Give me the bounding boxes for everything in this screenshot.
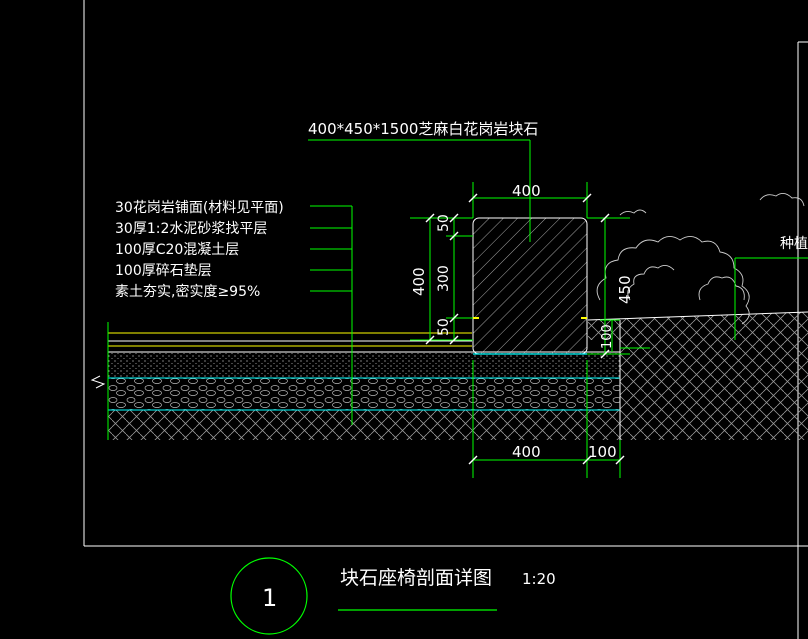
layer-label-2: 30厚1:2水泥砂浆找平层: [115, 221, 267, 237]
planting-leader: [734, 257, 808, 340]
layer-leaders: [310, 205, 353, 425]
soil-section: [108, 312, 808, 440]
dim-top-50: 50: [436, 214, 452, 232]
title-block: 1 块石座椅剖面详图 1:20: [230, 557, 556, 635]
layer-label-4: 100厚碎石垫层: [115, 263, 212, 279]
detail-number-circle: [230, 557, 308, 635]
dimension-ticks: [425, 193, 625, 465]
drawing-scale: 1:20: [522, 570, 556, 588]
drawing-title: 块石座椅剖面详图: [340, 567, 492, 589]
dim-embed-100: 100: [600, 324, 615, 349]
stone-spec-leader: [308, 139, 531, 242]
dim-height-450: 450: [616, 275, 634, 304]
dimension-lines: [410, 182, 650, 478]
dim-bottom-400: 400: [512, 443, 541, 461]
layer-label-1: 30花岗岩铺面(材料见平面): [115, 200, 284, 216]
dim-bottom-50: 50: [436, 318, 452, 336]
shrub-outline: [596, 193, 805, 325]
dim-total-400: 400: [410, 267, 428, 296]
dim-block-width: 400: [512, 182, 541, 200]
dim-middle-300: 300: [436, 265, 452, 292]
stone-spec-label: 400*450*1500芝麻白花岗岩块石: [308, 120, 538, 138]
layer-label-3: 100厚C20混凝土层: [115, 242, 239, 258]
dim-bottom-100: 100: [588, 443, 617, 461]
pavement-lines: [90, 311, 808, 440]
planting-label: 种植: [780, 236, 808, 252]
detail-number: 1: [262, 584, 277, 612]
layer-label-5: 素土夯实,密实度≥95%: [115, 283, 260, 300]
